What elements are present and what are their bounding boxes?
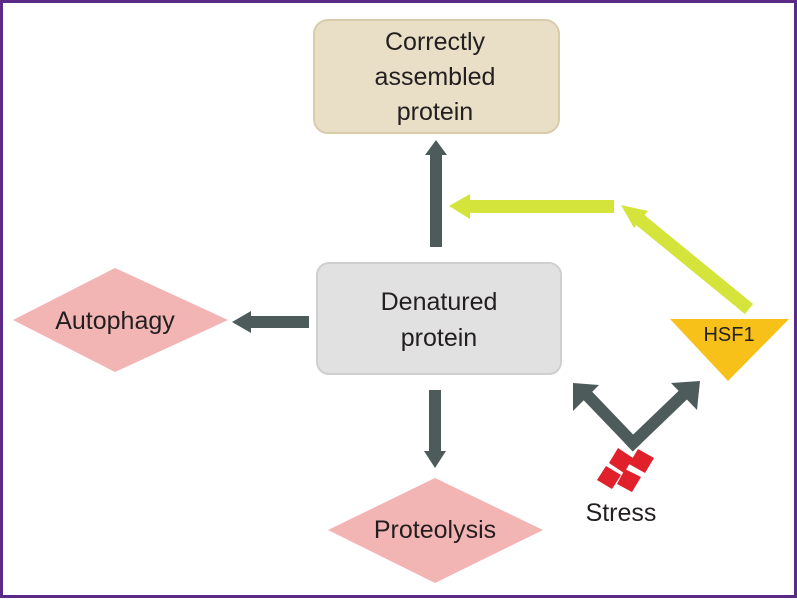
stress-arrow-right-head — [671, 381, 700, 410]
denatured-line-1: Denatured — [381, 288, 498, 316]
proteolysis-diamond — [328, 478, 543, 583]
autophagy-diamond — [13, 268, 228, 372]
denatured-line-2: protein — [401, 324, 477, 352]
arrow-hsf1-to-folding — [449, 194, 614, 219]
stress-arrow-left-head — [573, 383, 599, 411]
hsf1-triangle — [670, 319, 789, 381]
stress-shape-3 — [597, 466, 621, 489]
arrow-down-head — [424, 451, 446, 468]
correctly-assembled-protein-node: Correctly assembled protein — [313, 19, 560, 134]
arrow-left-shaft — [250, 316, 309, 328]
arrow-denatured-to-autophagy — [232, 311, 309, 333]
green-diagonal-head — [621, 205, 648, 228]
stress-arrow-left-shaft — [578, 386, 642, 452]
stress-shape-2 — [629, 449, 654, 473]
proteolysis-label: Proteolysis — [374, 516, 496, 544]
stress-shape-4 — [617, 469, 641, 492]
stress-icon — [597, 448, 654, 492]
arrow-left-head — [232, 311, 251, 333]
stress-label: Stress — [586, 499, 657, 527]
arrow-down-shaft — [429, 390, 441, 452]
hsf1-node: HSF1 — [670, 319, 789, 381]
arrow-denatured-to-proteolysis — [424, 390, 446, 468]
correct-line-3: protein — [397, 98, 473, 126]
stress-arrow-right-shaft — [624, 386, 692, 452]
correct-line-2: assembled — [375, 63, 496, 91]
arrow-denatured-to-correct — [425, 140, 447, 247]
hsf1-label: HSF1 — [703, 324, 754, 346]
autophagy-label: Autophagy — [55, 307, 175, 335]
diagram-canvas: Correctly assembled protein Denatured pr… — [13, 19, 789, 583]
green-horizontal-head — [449, 194, 470, 219]
arrow-up-head — [425, 140, 447, 155]
denatured-protein-box — [316, 262, 562, 375]
correctly-assembled-protein-box — [313, 19, 560, 134]
proteolysis-node: Proteolysis — [328, 478, 543, 583]
green-horizontal-shaft — [469, 200, 614, 213]
denatured-protein-node: Denatured protein — [316, 262, 562, 375]
green-diagonal-shaft — [634, 213, 754, 315]
autophagy-node: Autophagy — [13, 268, 228, 372]
arrow-up-shaft — [430, 155, 442, 247]
correct-line-1: Correctly — [385, 28, 486, 56]
arrow-hsf1-up — [621, 205, 754, 315]
stress-shape-1 — [609, 448, 633, 473]
stress-arrows — [573, 381, 700, 452]
